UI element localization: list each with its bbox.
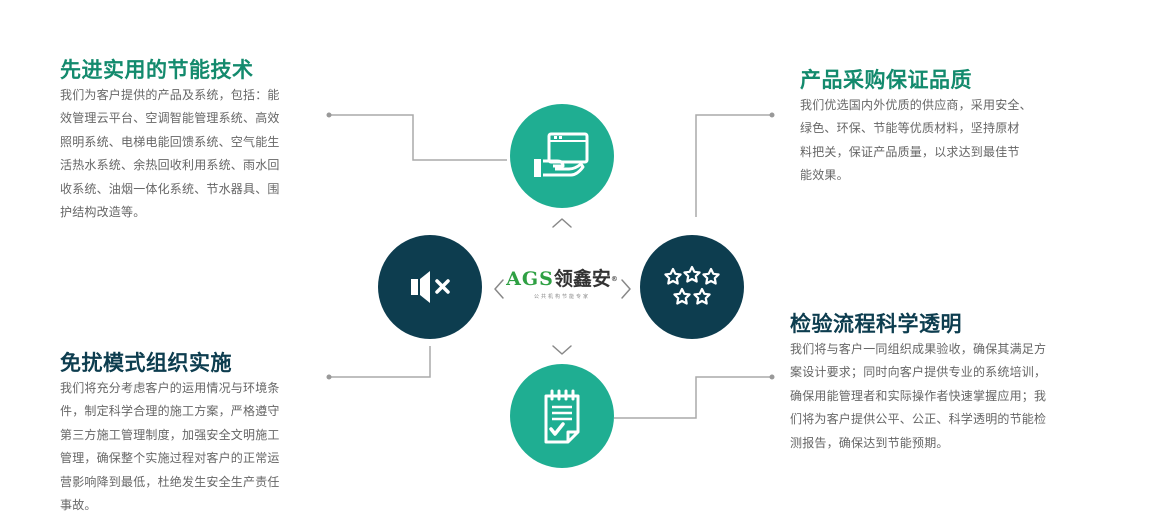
block-description: 我们将充分考虑客户的运用情况与环境条 件，制定科学合理的施工方案，严格遵守 第三… <box>60 381 280 513</box>
block-description: 我们将与客户一同组织成果验收，确保其满足方 案设计要求；同时向客户提供专业的系统… <box>790 342 1047 450</box>
chevron-up-icon <box>552 218 572 228</box>
registered-mark: ® <box>610 275 618 283</box>
hand-presenting-screen-icon <box>510 104 614 208</box>
company-logo: AGS领鑫安® 公共机构节能专家 <box>506 266 618 312</box>
block-description: 我们为客户提供的产品及系统，包括：能 效管理云平台、空调智能管理系统、高效 照明… <box>60 88 280 220</box>
speaker-mute-icon <box>378 235 482 339</box>
block-title: 检验流程科学透明 <box>790 312 962 336</box>
logo-tagline: 公共机构节能专家 <box>533 294 590 300</box>
chevron-left-icon <box>494 279 504 299</box>
chevron-right-icon <box>621 279 631 299</box>
block-product-quality: 产品采购保证品质 我们优选国内外优质的供应商，采用安全、 绿色、环保、节能等优质… <box>800 66 1045 188</box>
block-title: 产品采购保证品质 <box>800 68 972 92</box>
block-non-disturbance: 免扰模式组织实施 我们将充分考虑客户的运用情况与环境条 件，制定科学合理的施工方… <box>60 349 294 517</box>
block-title: 免扰模式组织实施 <box>60 351 232 375</box>
block-transparent-inspection: 检验流程科学透明 我们将与客户一同组织成果验收，确保其满足方 案设计要求；同时向… <box>790 310 1050 455</box>
five-stars-icon <box>640 235 744 339</box>
logo-chinese: 领鑫安 <box>553 268 611 290</box>
block-description: 我们优选国内外优质的供应商，采用安全、 绿色、环保、节能等优质材料，坚持原材 料… <box>800 98 1032 183</box>
block-title: 先进实用的节能技术 <box>60 58 254 82</box>
logo-latin: AGS <box>506 268 554 290</box>
checklist-clipboard-icon <box>510 364 614 468</box>
chevron-down-icon <box>552 345 572 355</box>
block-advanced-technology: 先进实用的节能技术 我们为客户提供的产品及系统，包括：能 效管理云平台、空调智能… <box>60 56 290 224</box>
